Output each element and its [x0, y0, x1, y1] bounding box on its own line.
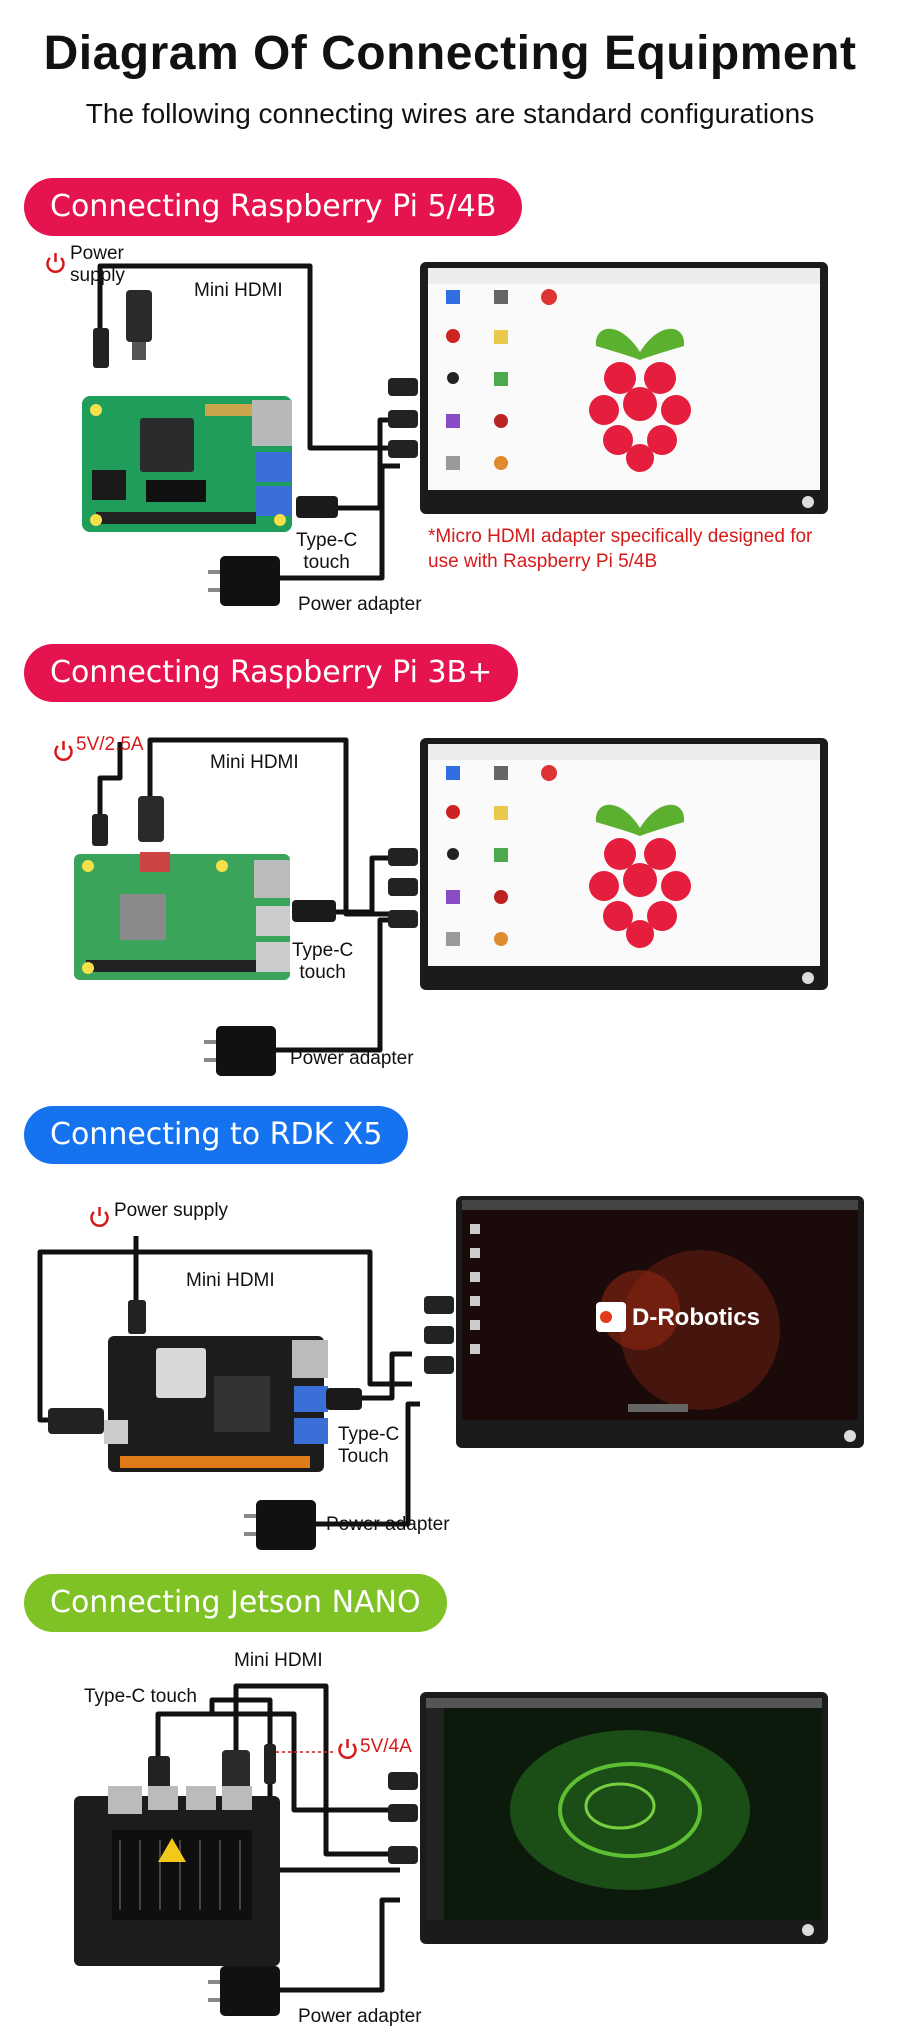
power-icon	[54, 741, 73, 761]
hdmi-cable	[37, 1249, 412, 1423]
power-adapter-label: Power adapter	[298, 2006, 422, 2027]
hdmi-cable	[233, 1683, 400, 1857]
section-title-pill: Connecting to RDK X5	[24, 1106, 409, 1164]
rdk-x5-board	[104, 1336, 328, 1472]
power-adapter-label: Power adapter	[290, 1048, 414, 1069]
power-adapter-label: Power adapter	[326, 1514, 450, 1535]
raspberry-logo	[589, 328, 691, 472]
power-supply-label: Power supply	[70, 243, 125, 286]
section-title-pill: Connecting Raspberry Pi 3B+	[24, 644, 519, 702]
section-raspberry-pi-5-4b: Connecting Raspberry Pi 5/4B	[0, 0, 900, 640]
power-rating-label: 5V/4A	[360, 1736, 412, 1757]
page-title: Diagram Of Connecting Equipment	[43, 27, 857, 80]
power-cable	[97, 263, 138, 328]
connection-diagram	[37, 1196, 864, 1550]
screen-logo-text: D-Robotics	[632, 1304, 760, 1331]
mini-hdmi-label: Mini HDMI	[186, 1270, 275, 1291]
typec-cable	[362, 1351, 412, 1401]
power-cable	[97, 742, 123, 814]
section-title-pill: Connecting Raspberry Pi 5/4B	[24, 178, 523, 236]
page-subtitle: The following connecting wires are stand…	[85, 98, 815, 129]
power-adapter-label: Power adapter	[298, 594, 422, 615]
power-adapter	[256, 1500, 316, 1550]
power-adapter	[216, 1026, 276, 1076]
adapter-cable	[316, 1401, 420, 1527]
hdmi-plug	[138, 796, 164, 842]
raspberry-logo	[589, 804, 691, 948]
mini-hdmi-label: Mini HDMI	[234, 1650, 323, 1671]
connection-diagram	[54, 737, 828, 1076]
portable-monitor	[420, 262, 828, 514]
power-supply-label: Power supply	[114, 1200, 229, 1221]
adapter-cable	[280, 463, 400, 581]
portable-monitor	[420, 738, 828, 990]
typec-touch-label: Type-C touch	[292, 940, 354, 983]
power-icon	[46, 253, 65, 273]
typec-touch-label: Type-C touch	[296, 530, 358, 573]
connection-diagram	[46, 253, 828, 606]
mini-hdmi-label: Mini HDMI	[194, 280, 283, 301]
portable-monitor	[456, 1196, 864, 1448]
section-title-pill: Connecting Jetson NANO	[24, 1574, 447, 1632]
power-plug	[93, 328, 109, 368]
mini-hdmi-label: Mini HDMI	[210, 752, 299, 773]
power-icon	[90, 1207, 109, 1227]
typec-touch-label: Type-C Touch	[338, 1424, 400, 1467]
portable-monitor	[420, 1692, 828, 1944]
power-plug	[264, 1744, 276, 1784]
raspberry-pi-5-board	[82, 396, 292, 532]
hdmi-plug	[48, 1408, 104, 1434]
power-adapter	[220, 1966, 280, 2016]
typec-touch-label: Type-C touch	[84, 1686, 197, 1707]
hdmi-plug	[126, 290, 152, 342]
typec-cable	[155, 1711, 400, 1813]
jetson-nano-board	[74, 1786, 280, 1966]
adapter-cable	[280, 1897, 400, 1993]
micro-hdmi-note: *Micro HDMI adapter specifically designe…	[428, 526, 813, 572]
power-rating-label: 5V/2.5A	[76, 734, 144, 755]
power-adapter	[220, 556, 280, 606]
typec-plug	[148, 1756, 170, 1790]
typec-cable	[336, 855, 392, 915]
raspberry-pi-3b-board	[74, 852, 290, 980]
power-icon	[338, 1739, 357, 1759]
power-plug	[128, 1300, 146, 1334]
section-rdk-x5: Connecting to RDK X5	[24, 1106, 864, 1550]
hdmi-cable	[138, 263, 388, 451]
section-raspberry-pi-3b-plus: Connecting Raspberry Pi 3B+	[24, 644, 828, 1076]
